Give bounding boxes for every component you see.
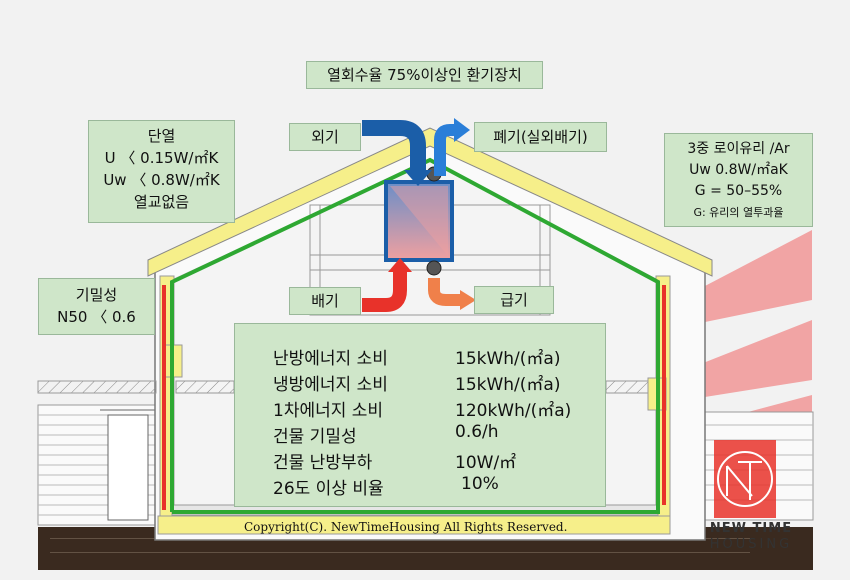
label-supply: 급기 (474, 286, 554, 314)
exhaust-out-arrow (434, 124, 456, 176)
label-exhaust-in: 배기 (289, 287, 361, 315)
glass-uw: Uw 0.8W/㎡aK (689, 162, 788, 178)
middle-floor-left (175, 380, 235, 394)
label-outside-air-text: 외기 (311, 128, 339, 146)
airtightness-value: N50 〈 0.6 (57, 308, 136, 326)
spec-label: 1차에너지 소비 (273, 401, 384, 421)
label-supply-text: 급기 (500, 291, 528, 309)
spec-row: 1차에너지 소비 120kWh/(㎡a) (235, 396, 605, 421)
glass-title: 3중 로이유리 /Ar (687, 141, 790, 157)
logo-mark (714, 440, 776, 518)
spec-label: 26도 이상 비율 (273, 479, 384, 499)
outside-air-arrow (362, 120, 426, 172)
spec-row: 26도 이상 비율 10% (235, 474, 605, 499)
insulation-bridge: 열교없음 (133, 193, 190, 211)
logo-line2: HOUSING (709, 537, 793, 552)
spec-label: 난방에너지 소비 (273, 349, 388, 369)
spec-label: 건물 기밀성 (273, 427, 357, 447)
hrv-unit (384, 180, 454, 262)
glass-g: G = 50–55% (694, 183, 783, 199)
spec-value: 10% (461, 474, 499, 494)
spec-row: 냉방에너지 소비 15kWh/(㎡a) (235, 370, 605, 395)
insulation-box: 단열 U 〈 0.15W/㎡K Uw 〈 0.8W/㎡K 열교없음 (88, 120, 235, 223)
spec-label: 냉방에너지 소비 (273, 375, 388, 395)
glass-box: 3중 로이유리 /Ar Uw 0.8W/㎡aK G = 50–55% G: 유리… (664, 133, 813, 227)
exhaust-in-arrow (362, 270, 407, 312)
insulation-u: U 〈 0.15W/㎡K (104, 149, 219, 167)
spec-value: 0.6/h (455, 422, 499, 442)
logo-line1: NEW TIME (709, 521, 793, 536)
outside-hatch-left (37, 380, 157, 394)
airtightness-box: 기밀성 N50 〈 0.6 (38, 278, 155, 335)
spec-value: 15kWh/(㎡a) (455, 349, 561, 369)
spec-label: 건물 난방부하 (273, 453, 373, 473)
label-outside-air: 외기 (289, 123, 361, 151)
label-exhaust-in-text: 배기 (311, 292, 339, 310)
copyright-text: Copyright(C). NewTimeHousing All Rights … (244, 520, 568, 534)
title-text: 열회수율 75%이상인 환기장치 (327, 66, 522, 84)
spec-table: 난방에너지 소비 15kWh/(㎡a) 냉방에너지 소비 15kWh/(㎡a) … (234, 323, 606, 507)
airtightness-title: 기밀성 (75, 286, 118, 304)
label-exhaust-out: 폐기(실외배기) (474, 122, 607, 152)
label-exhaust-out-text: 폐기(실외배기) (493, 128, 588, 146)
spec-row: 건물 난방부하 10W/㎡ (235, 448, 605, 473)
title-box: 열회수율 75%이상인 환기장치 (306, 61, 543, 89)
spec-value: 10W/㎡ (455, 453, 517, 473)
floor-insulation (157, 515, 671, 535)
spec-row: 난방에너지 소비 15kWh/(㎡a) (235, 344, 605, 369)
insulation-title: 단열 (147, 127, 176, 145)
logo-text: NEW TIME HOUSING (706, 521, 796, 553)
fan-bottom (426, 260, 442, 276)
supply-arrow (428, 278, 462, 306)
spec-row: 건물 기밀성 0.6/h (235, 422, 605, 447)
roof-insulation (147, 127, 713, 277)
glass-note: G: 유리의 열투과율 (693, 206, 784, 219)
spec-value: 120kWh/(㎡a) (455, 401, 572, 421)
insulation-uw: Uw 〈 0.8W/㎡K (103, 171, 220, 189)
neighbour-building-left (37, 404, 157, 526)
airtight-line (170, 157, 660, 514)
spec-value: 15kWh/(㎡a) (455, 375, 561, 395)
